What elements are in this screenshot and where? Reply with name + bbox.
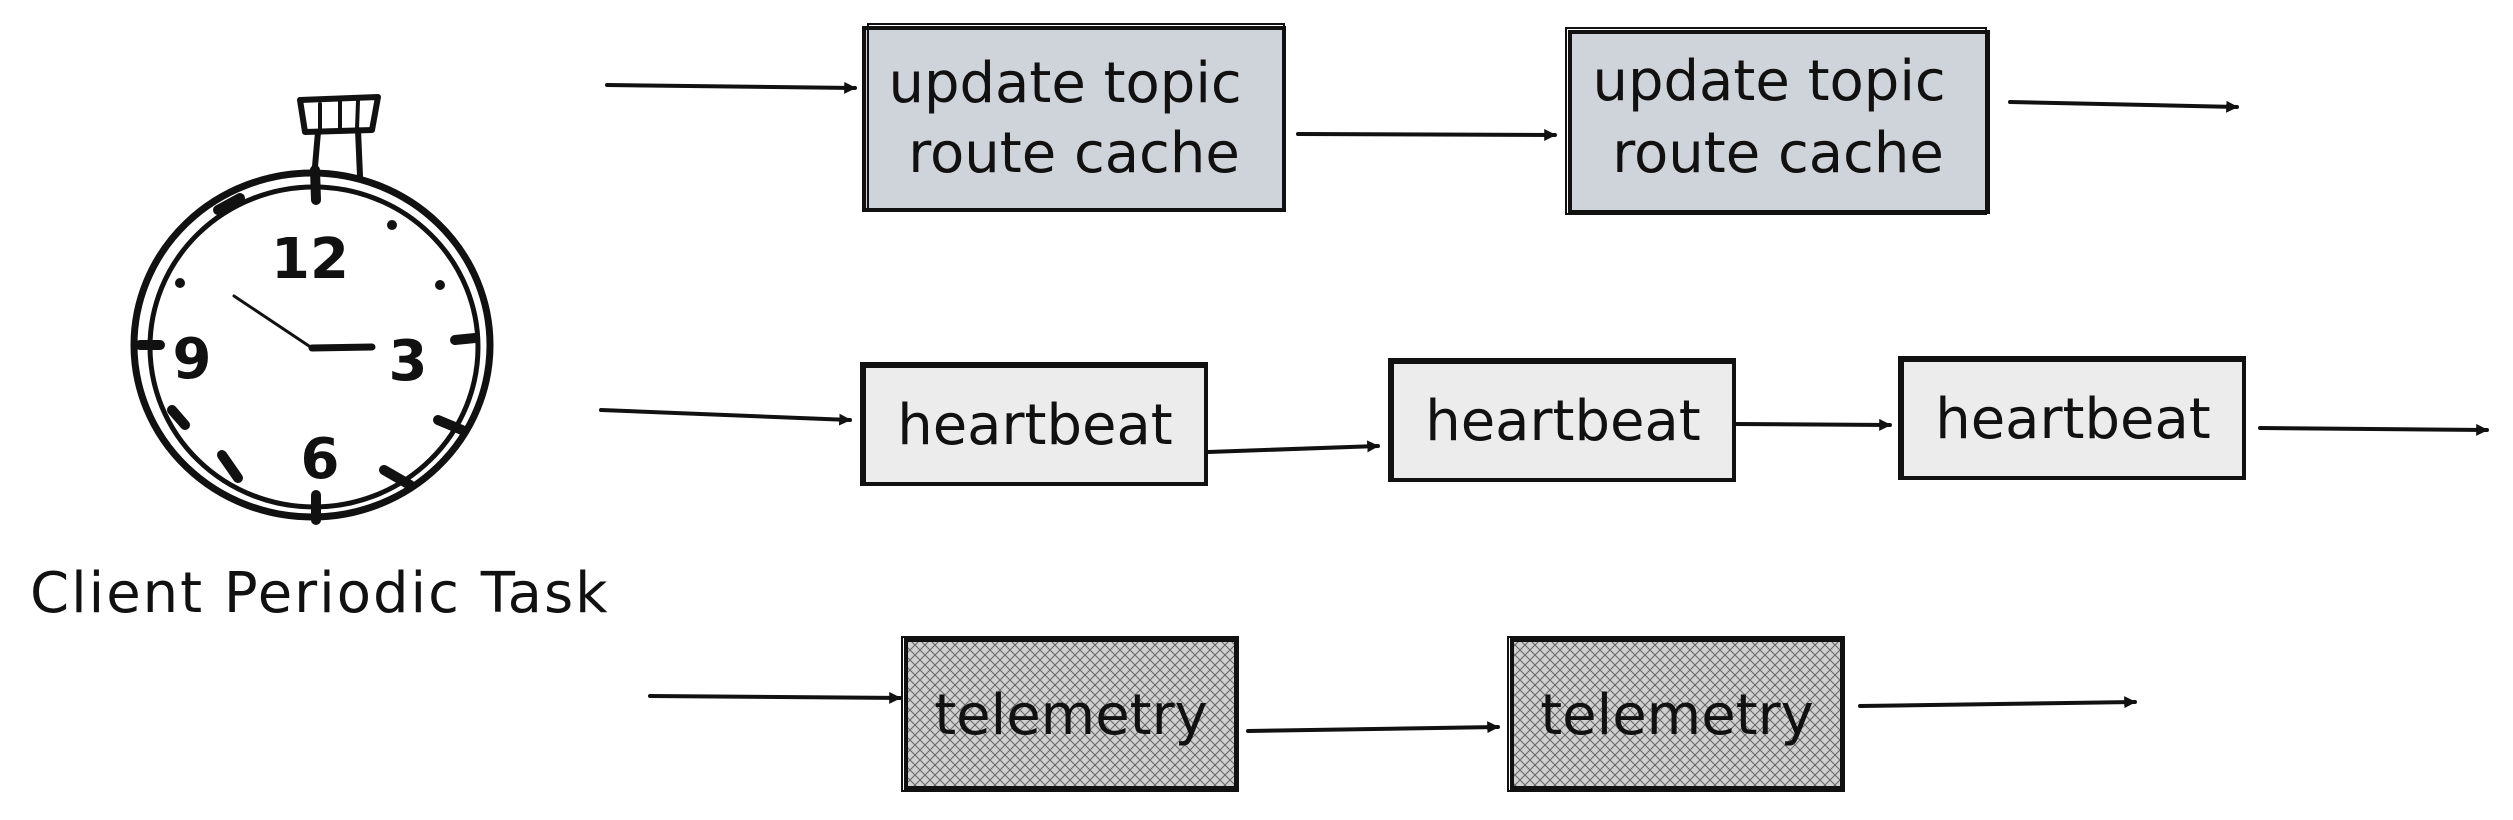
route-cache-box-1-label: update topic route cache [888, 51, 1259, 186]
route-cache-box-2: update topic route cache [1565, 27, 1990, 215]
route-cache-exit-arrow [2008, 100, 2239, 113]
heartbeat-box-1: heartbeat [860, 362, 1208, 486]
telemetry-box-1: telemetry [901, 636, 1239, 792]
stopwatch-crown [297, 94, 381, 181]
heartbeat-link-arrow-2 [1734, 418, 1892, 431]
route-cache-box-1: update topic route cache [862, 23, 1286, 212]
stopwatch-tick-marks [135, 165, 480, 525]
stopwatch-icon: 12 3 6 9 [130, 94, 494, 525]
route-cache-box-2-line-2: route cache [1612, 121, 1944, 186]
route-cache-box-2-label: update topic route cache [1592, 49, 1963, 186]
telemetry-link-arrow [1246, 721, 1500, 734]
telemetry-box-2-label: telemetry [1540, 683, 1814, 748]
heartbeat-exit-arrow [2258, 423, 2489, 436]
route-cache-box-1-line-1: update topic [888, 51, 1241, 116]
dial-numeral-3: 3 [389, 329, 428, 394]
stopwatch-hands [232, 294, 376, 352]
heartbeat-row: heartbeat heartbeat heartbeat [599, 356, 2489, 486]
heartbeat-box-3-label: heartbeat [1935, 387, 2211, 452]
heartbeat-box-1-label: heartbeat [897, 393, 1173, 458]
heartbeat-box-2-label: heartbeat [1425, 389, 1701, 454]
telemetry-exit-arrow [1858, 696, 2137, 709]
heartbeat-entry-arrow [599, 408, 852, 426]
heartbeat-box-2: heartbeat [1388, 358, 1736, 482]
dial-numeral-9: 9 [173, 327, 212, 392]
telemetry-box-1-label: telemetry [934, 683, 1208, 748]
route-cache-box-1-line-2: route cache [908, 121, 1240, 186]
telemetry-entry-arrow [648, 691, 902, 704]
route-cache-row: update topic route cache update topic ro… [605, 23, 2239, 215]
dial-numeral-12: 12 [271, 227, 349, 292]
heartbeat-link-arrow-1 [1206, 440, 1380, 454]
dial-numeral-6: 6 [301, 427, 340, 492]
telemetry-box-2: telemetry [1507, 636, 1845, 792]
heartbeat-box-3: heartbeat [1898, 356, 2246, 480]
route-cache-link-arrow [1296, 128, 1557, 141]
stopwatch-caption: Client Periodic Task [30, 561, 610, 626]
telemetry-row: telemetry telemetry [648, 636, 2137, 792]
route-cache-entry-arrow [605, 81, 857, 94]
route-cache-box-2-line-1: update topic [1592, 49, 1945, 114]
